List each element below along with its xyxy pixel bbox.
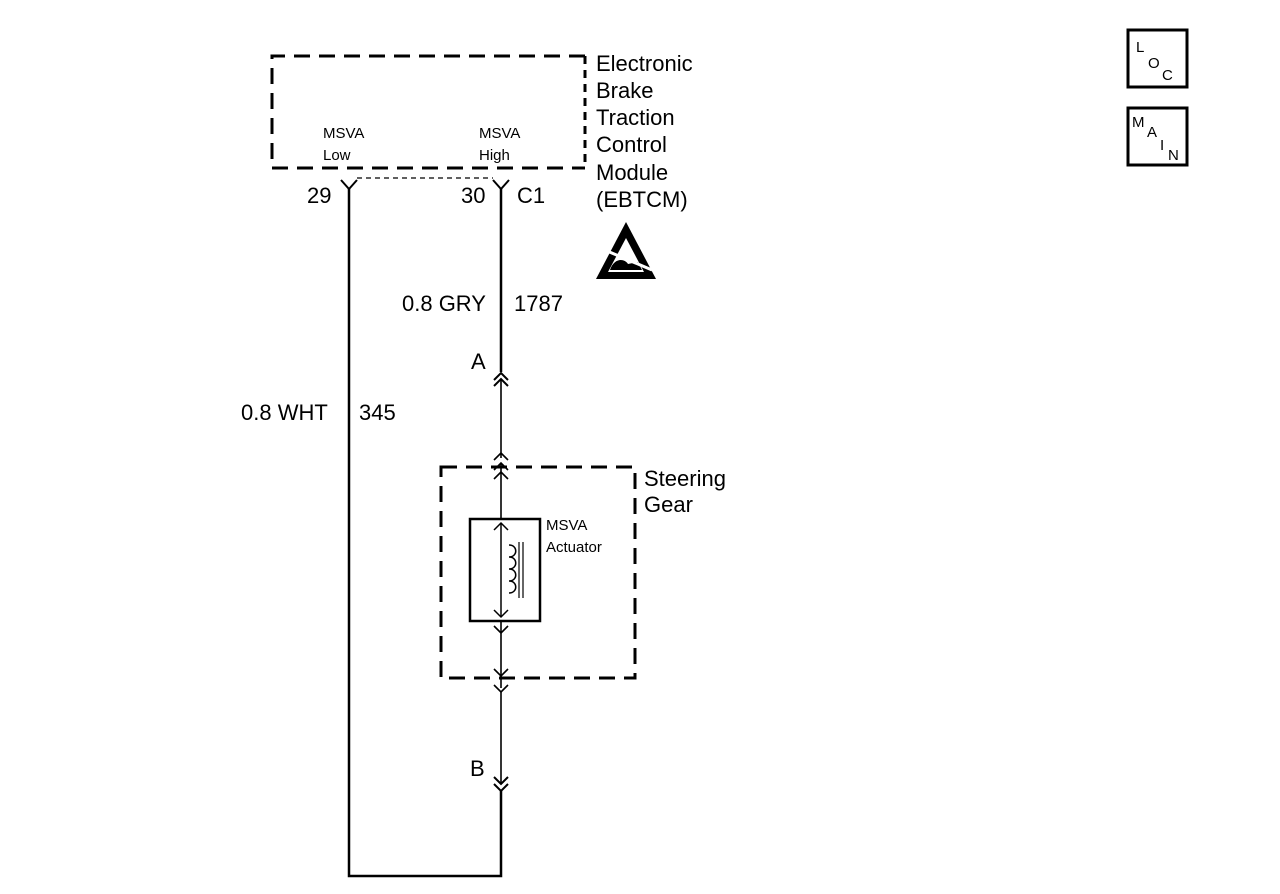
pin-high-label-1: MSVA xyxy=(479,125,520,142)
solenoid-coil-icon xyxy=(508,542,524,598)
connector-b: B xyxy=(470,756,509,793)
pin-30-number: 30 xyxy=(461,183,485,208)
ebtcm-name-line-2: Brake xyxy=(596,78,653,103)
loc-letter-o: O xyxy=(1148,55,1160,72)
ebtcm-name-line-1: Electronic xyxy=(596,51,693,76)
msva-actuator-box xyxy=(468,517,542,623)
connector-c1-label: C1 xyxy=(517,183,545,208)
wire-345-circuit: 345 xyxy=(359,400,396,425)
connector-a: A xyxy=(471,349,509,458)
wire-1787-circuit: 1787 xyxy=(514,291,563,316)
steering-gear-name-2: Gear xyxy=(644,492,693,517)
connector-a-label: A xyxy=(471,349,486,374)
steering-gear-name-1: Steering xyxy=(644,466,726,491)
loc-letter-l: L xyxy=(1136,39,1144,56)
main-legend-box: M A I N xyxy=(1126,106,1189,167)
wire-345-path xyxy=(347,189,503,878)
main-letter-n: N xyxy=(1168,147,1179,164)
pin-30-terminal xyxy=(492,179,510,191)
ebtcm-name-line-5: Module xyxy=(596,160,668,185)
steering-gear: Steering Gear MSVA Actuator xyxy=(439,451,726,694)
ebtcm-name-line-3: Traction xyxy=(596,105,675,130)
pin-29-terminal xyxy=(340,179,358,191)
actuator-label-2: Actuator xyxy=(546,539,602,556)
pin-low-label-2: Low xyxy=(323,147,351,164)
steering-gear-box xyxy=(439,465,637,680)
main-letter-a: A xyxy=(1147,124,1157,141)
connector-b-label: B xyxy=(470,756,485,781)
pin-29-number: 29 xyxy=(307,183,331,208)
main-letter-m: M xyxy=(1132,114,1145,131)
ebtcm-name-line-4: Control xyxy=(596,132,667,157)
esd-warning-icon xyxy=(596,222,656,279)
main-letter-i: I xyxy=(1160,137,1164,154)
wire-1787-gauge-color: 0.8 GRY xyxy=(402,291,486,316)
wire-1787: 0.8 GRY 1787 xyxy=(402,189,563,372)
wire-345-gauge-color: 0.8 WHT xyxy=(241,400,328,425)
wire-345: 0.8 WHT 345 xyxy=(241,189,503,878)
loc-legend-box: L O C xyxy=(1126,28,1189,89)
ebtcm-name-line-6: (EBTCM) xyxy=(596,187,688,212)
ebtcm-box xyxy=(270,54,585,170)
pin-high-label-2: High xyxy=(479,147,510,164)
loc-letter-c: C xyxy=(1162,67,1173,84)
actuator-label-1: MSVA xyxy=(546,517,587,534)
ebtcm-module: MSVA Low MSVA High Electronic Brake Trac… xyxy=(270,51,693,212)
connector-c1: 29 30 C1 xyxy=(307,177,545,208)
pin-low-label-1: MSVA xyxy=(323,125,364,142)
